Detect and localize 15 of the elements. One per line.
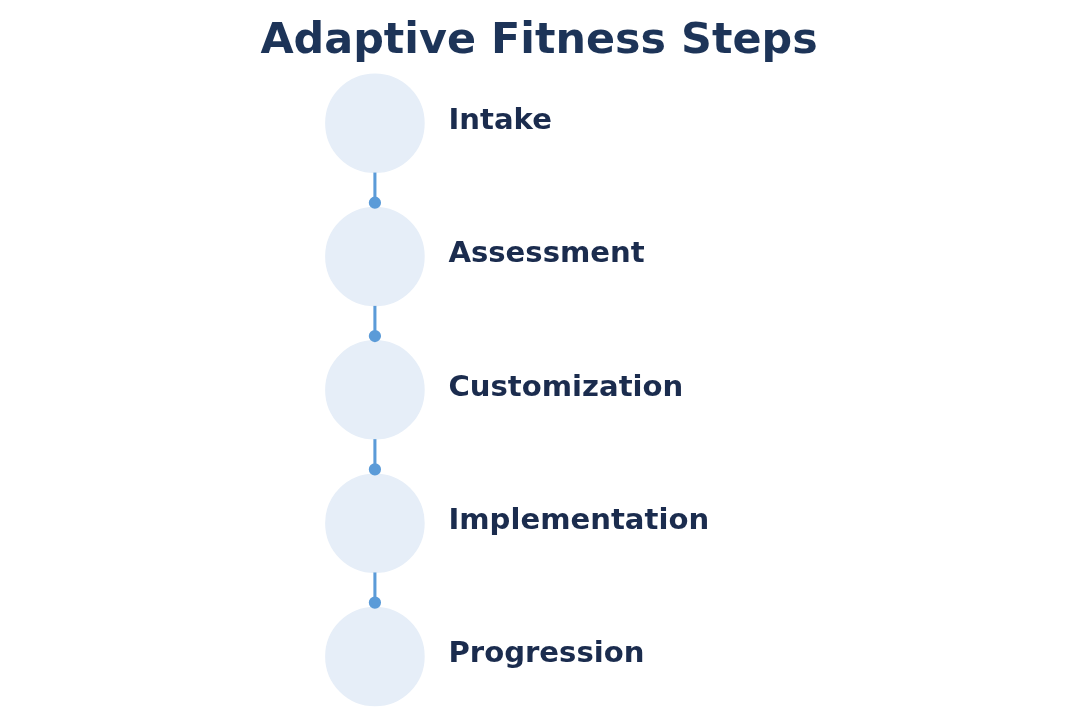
node-circle xyxy=(325,473,425,573)
node-label: Customization xyxy=(448,368,684,403)
node-label: Progression xyxy=(448,635,645,670)
node-label: Intake xyxy=(448,101,552,136)
connector xyxy=(368,305,382,343)
node-label: Implementation xyxy=(448,501,710,536)
connector xyxy=(368,439,382,476)
connector xyxy=(368,172,382,209)
node-circle xyxy=(325,340,425,440)
node-circle xyxy=(325,73,425,174)
node-circle xyxy=(325,606,425,707)
node-circle xyxy=(325,206,425,307)
connector xyxy=(368,572,382,609)
diagram-title: Adaptive Fitness Steps xyxy=(260,13,818,64)
node-label: Assessment xyxy=(448,235,645,270)
